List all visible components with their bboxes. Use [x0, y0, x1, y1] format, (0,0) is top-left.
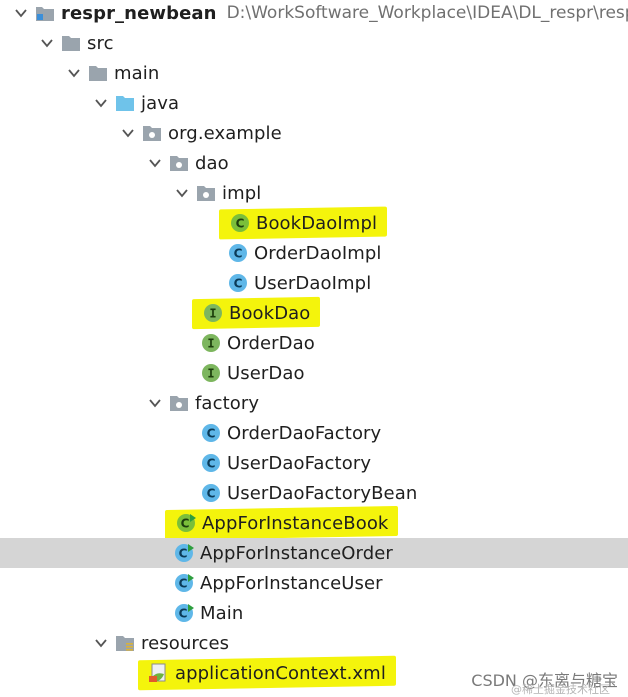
tree-row-app-for-instance-user[interactable]: C AppForInstanceUser [0, 568, 628, 598]
tree-row-book-dao-impl[interactable]: C BookDaoImpl [0, 208, 628, 238]
svg-text:I: I [209, 307, 216, 321]
tree-row-src[interactable]: src [0, 28, 628, 58]
package-icon [195, 182, 217, 204]
runnable-class-icon: C [173, 542, 195, 564]
node-label: BookDao [229, 302, 311, 324]
node-label: UserDaoFactoryBean [227, 482, 418, 504]
class-icon: C [200, 422, 222, 444]
tree-row-order-dao-impl[interactable]: C OrderDaoImpl [0, 238, 628, 268]
package-icon [168, 392, 190, 414]
tree-row-main-class[interactable]: C Main [0, 598, 628, 628]
spring-class-icon: C [229, 212, 251, 234]
svg-text:C: C [207, 457, 216, 471]
chevron-down-icon[interactable] [113, 118, 141, 148]
package-icon [168, 152, 190, 174]
svg-text:C: C [234, 277, 243, 291]
svg-text:C: C [181, 517, 190, 531]
tree-row-application-context[interactable]: applicationContext.xml [0, 658, 628, 688]
node-label: OrderDaoImpl [254, 242, 382, 264]
node-label: OrderDaoFactory [227, 422, 382, 444]
class-icon: C [227, 272, 249, 294]
folder-icon [60, 32, 82, 54]
tree-row-main[interactable]: main [0, 58, 628, 88]
chevron-down-icon[interactable] [6, 0, 34, 28]
svg-text:I: I [207, 337, 214, 351]
node-label: main [114, 62, 160, 84]
spring-xml-icon [148, 662, 170, 684]
tree-row-org-example[interactable]: org.example [0, 118, 628, 148]
module-folder-icon [34, 2, 56, 24]
node-label: AppForInstanceBook [202, 512, 389, 534]
resources-folder-icon [114, 632, 136, 654]
tree-row-app-for-instance-order[interactable]: C AppForInstanceOrder [0, 538, 628, 568]
node-label: java [141, 92, 180, 114]
chevron-down-icon[interactable] [32, 28, 60, 58]
tree-row-resources[interactable]: resources [0, 628, 628, 658]
node-label: dao [195, 152, 229, 174]
svg-text:I: I [207, 367, 214, 381]
runnable-class-icon: C [173, 602, 195, 624]
tree-row-java[interactable]: java [0, 88, 628, 118]
node-label: UserDaoFactory [227, 452, 372, 474]
node-label: impl [222, 182, 262, 204]
svg-text:C: C [179, 547, 188, 561]
svg-text:C: C [207, 427, 216, 441]
class-icon: C [227, 242, 249, 264]
chevron-down-icon[interactable] [140, 388, 168, 418]
runnable-class-icon: C [175, 512, 197, 534]
node-label: src [87, 32, 114, 54]
tree-row-user-dao[interactable]: I UserDao [0, 358, 628, 388]
svg-text:C: C [179, 607, 188, 621]
tree-row-user-dao-impl[interactable]: C UserDaoImpl [0, 268, 628, 298]
node-label: Main [200, 602, 244, 624]
svg-text:C: C [179, 577, 188, 591]
interface-icon: I [200, 362, 222, 384]
node-label: UserDaoImpl [254, 272, 372, 294]
tree-row-project[interactable]: respr_newbean D:\WorkSoftware_Workplace\… [0, 0, 628, 28]
svg-text:C: C [234, 247, 243, 261]
svg-text:C: C [236, 217, 245, 231]
chevron-down-icon[interactable] [86, 88, 114, 118]
node-label: org.example [168, 122, 282, 144]
tree-row-book-dao[interactable]: I BookDao [0, 298, 628, 328]
watermark: CSDN @东离与糖宝 [471, 671, 618, 690]
chevron-down-icon[interactable] [140, 148, 168, 178]
tree-row-factory[interactable]: factory [0, 388, 628, 418]
folder-icon [87, 62, 109, 84]
tree-row-user-dao-factory[interactable]: C UserDaoFactory [0, 448, 628, 478]
node-label: applicationContext.xml [175, 662, 386, 684]
watermark-sub: @稀土掘金技术社区 [511, 683, 610, 696]
interface-icon: I [200, 332, 222, 354]
node-label: resources [141, 632, 230, 654]
project-path: D:\WorkSoftware_Workplace\IDEA\DL_respr\… [226, 3, 628, 23]
tree-row-impl[interactable]: impl [0, 178, 628, 208]
tree-row-app-for-instance-book[interactable]: C AppForInstanceBook [0, 508, 628, 538]
tree-row-user-dao-factory-bean[interactable]: C UserDaoFactoryBean [0, 478, 628, 508]
node-label: OrderDao [227, 332, 315, 354]
tree-row-order-dao[interactable]: I OrderDao [0, 328, 628, 358]
svg-text:C: C [207, 487, 216, 501]
node-label: AppForInstanceUser [200, 572, 383, 594]
interface-icon: I [202, 302, 224, 324]
chevron-down-icon[interactable] [59, 58, 87, 88]
project-name: respr_newbean [61, 2, 217, 24]
class-icon: C [200, 452, 222, 474]
node-label: UserDao [227, 362, 305, 384]
chevron-down-icon[interactable] [86, 628, 114, 658]
tree-row-dao[interactable]: dao [0, 148, 628, 178]
class-icon: C [200, 482, 222, 504]
runnable-class-icon: C [173, 572, 195, 594]
node-label: AppForInstanceOrder [200, 542, 393, 564]
node-label: factory [195, 392, 260, 414]
node-label: BookDaoImpl [256, 212, 378, 234]
source-folder-icon [114, 92, 136, 114]
tree-row-order-dao-factory[interactable]: C OrderDaoFactory [0, 418, 628, 448]
package-icon [141, 122, 163, 144]
chevron-down-icon[interactable] [167, 178, 195, 208]
